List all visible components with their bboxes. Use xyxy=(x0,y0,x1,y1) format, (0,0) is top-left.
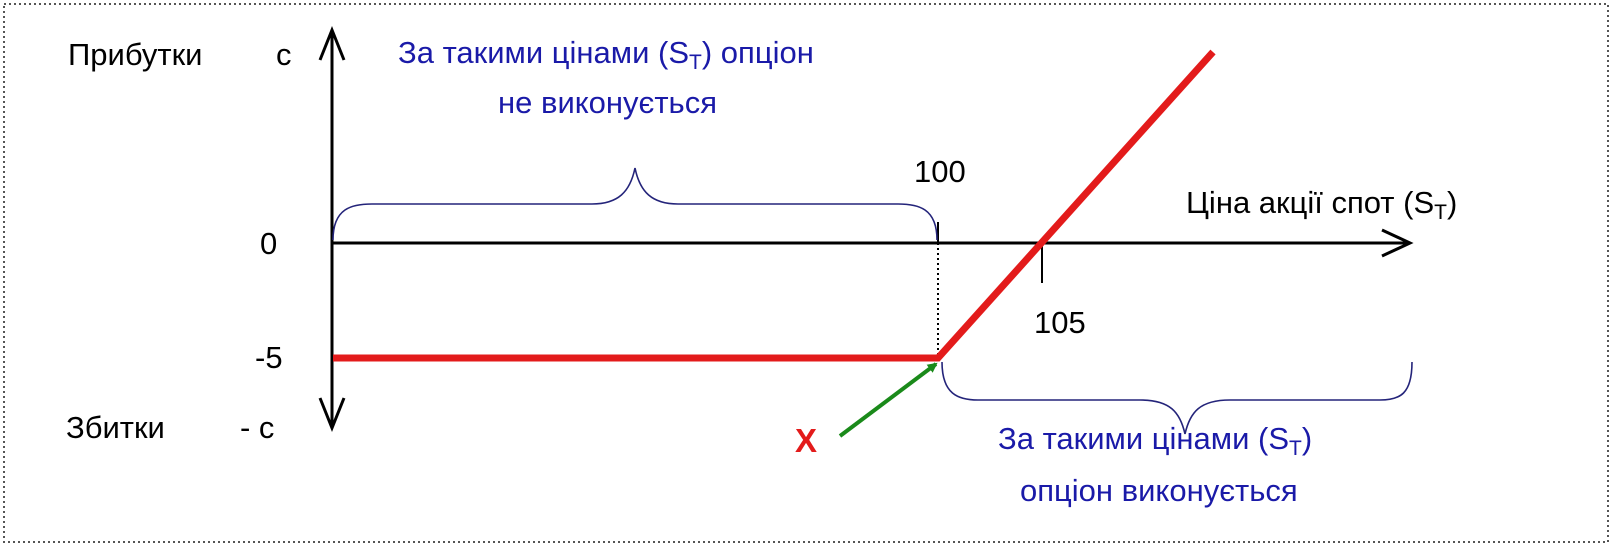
region-right-line2: опціон виконується xyxy=(1020,473,1298,508)
region-left-line1-main: За такими цінами (S xyxy=(398,35,689,70)
x-axis-label: Ціна акції спот (ST) xyxy=(1186,185,1457,224)
region-left-line1-end: ) опціон xyxy=(702,35,814,70)
region-right-line1-main: За такими цінами (S xyxy=(998,421,1289,456)
x-axis-label-sub: T xyxy=(1434,201,1447,224)
y-axis-arrow-down xyxy=(318,397,346,433)
strike-arrow xyxy=(838,362,938,438)
payoff-line xyxy=(333,49,1216,362)
brace-left xyxy=(332,167,938,241)
zero-label: 0 xyxy=(260,226,277,261)
strike-label: 100 xyxy=(914,154,966,189)
profit-label: Прибутки xyxy=(68,37,203,72)
region-left-line2: не виконується xyxy=(498,85,717,120)
minus5-label: -5 xyxy=(255,340,283,375)
c-pos-label: c xyxy=(276,37,292,72)
c-neg-label: - c xyxy=(240,410,274,445)
y-axis-arrow-up xyxy=(318,25,346,61)
loss-label: Збитки xyxy=(66,410,165,445)
brace-right xyxy=(941,361,1413,435)
diagram-frame xyxy=(3,3,1609,543)
x-marker-label: X xyxy=(795,422,817,459)
region-right-line1: За такими цінами (ST) xyxy=(998,421,1312,460)
region-right-line1-sub: T xyxy=(1289,437,1302,460)
x-axis-label-close: ) xyxy=(1447,185,1457,220)
region-left-line1: За такими цінами (ST) опціон xyxy=(398,35,814,74)
x-axis-label-main: Ціна акції спот (S xyxy=(1186,185,1434,220)
breakeven-label: 105 xyxy=(1034,305,1086,340)
region-left-line1-sub: T xyxy=(689,51,702,74)
region-right-line1-end: ) xyxy=(1302,421,1312,456)
x-axis-arrow xyxy=(1381,228,1414,258)
